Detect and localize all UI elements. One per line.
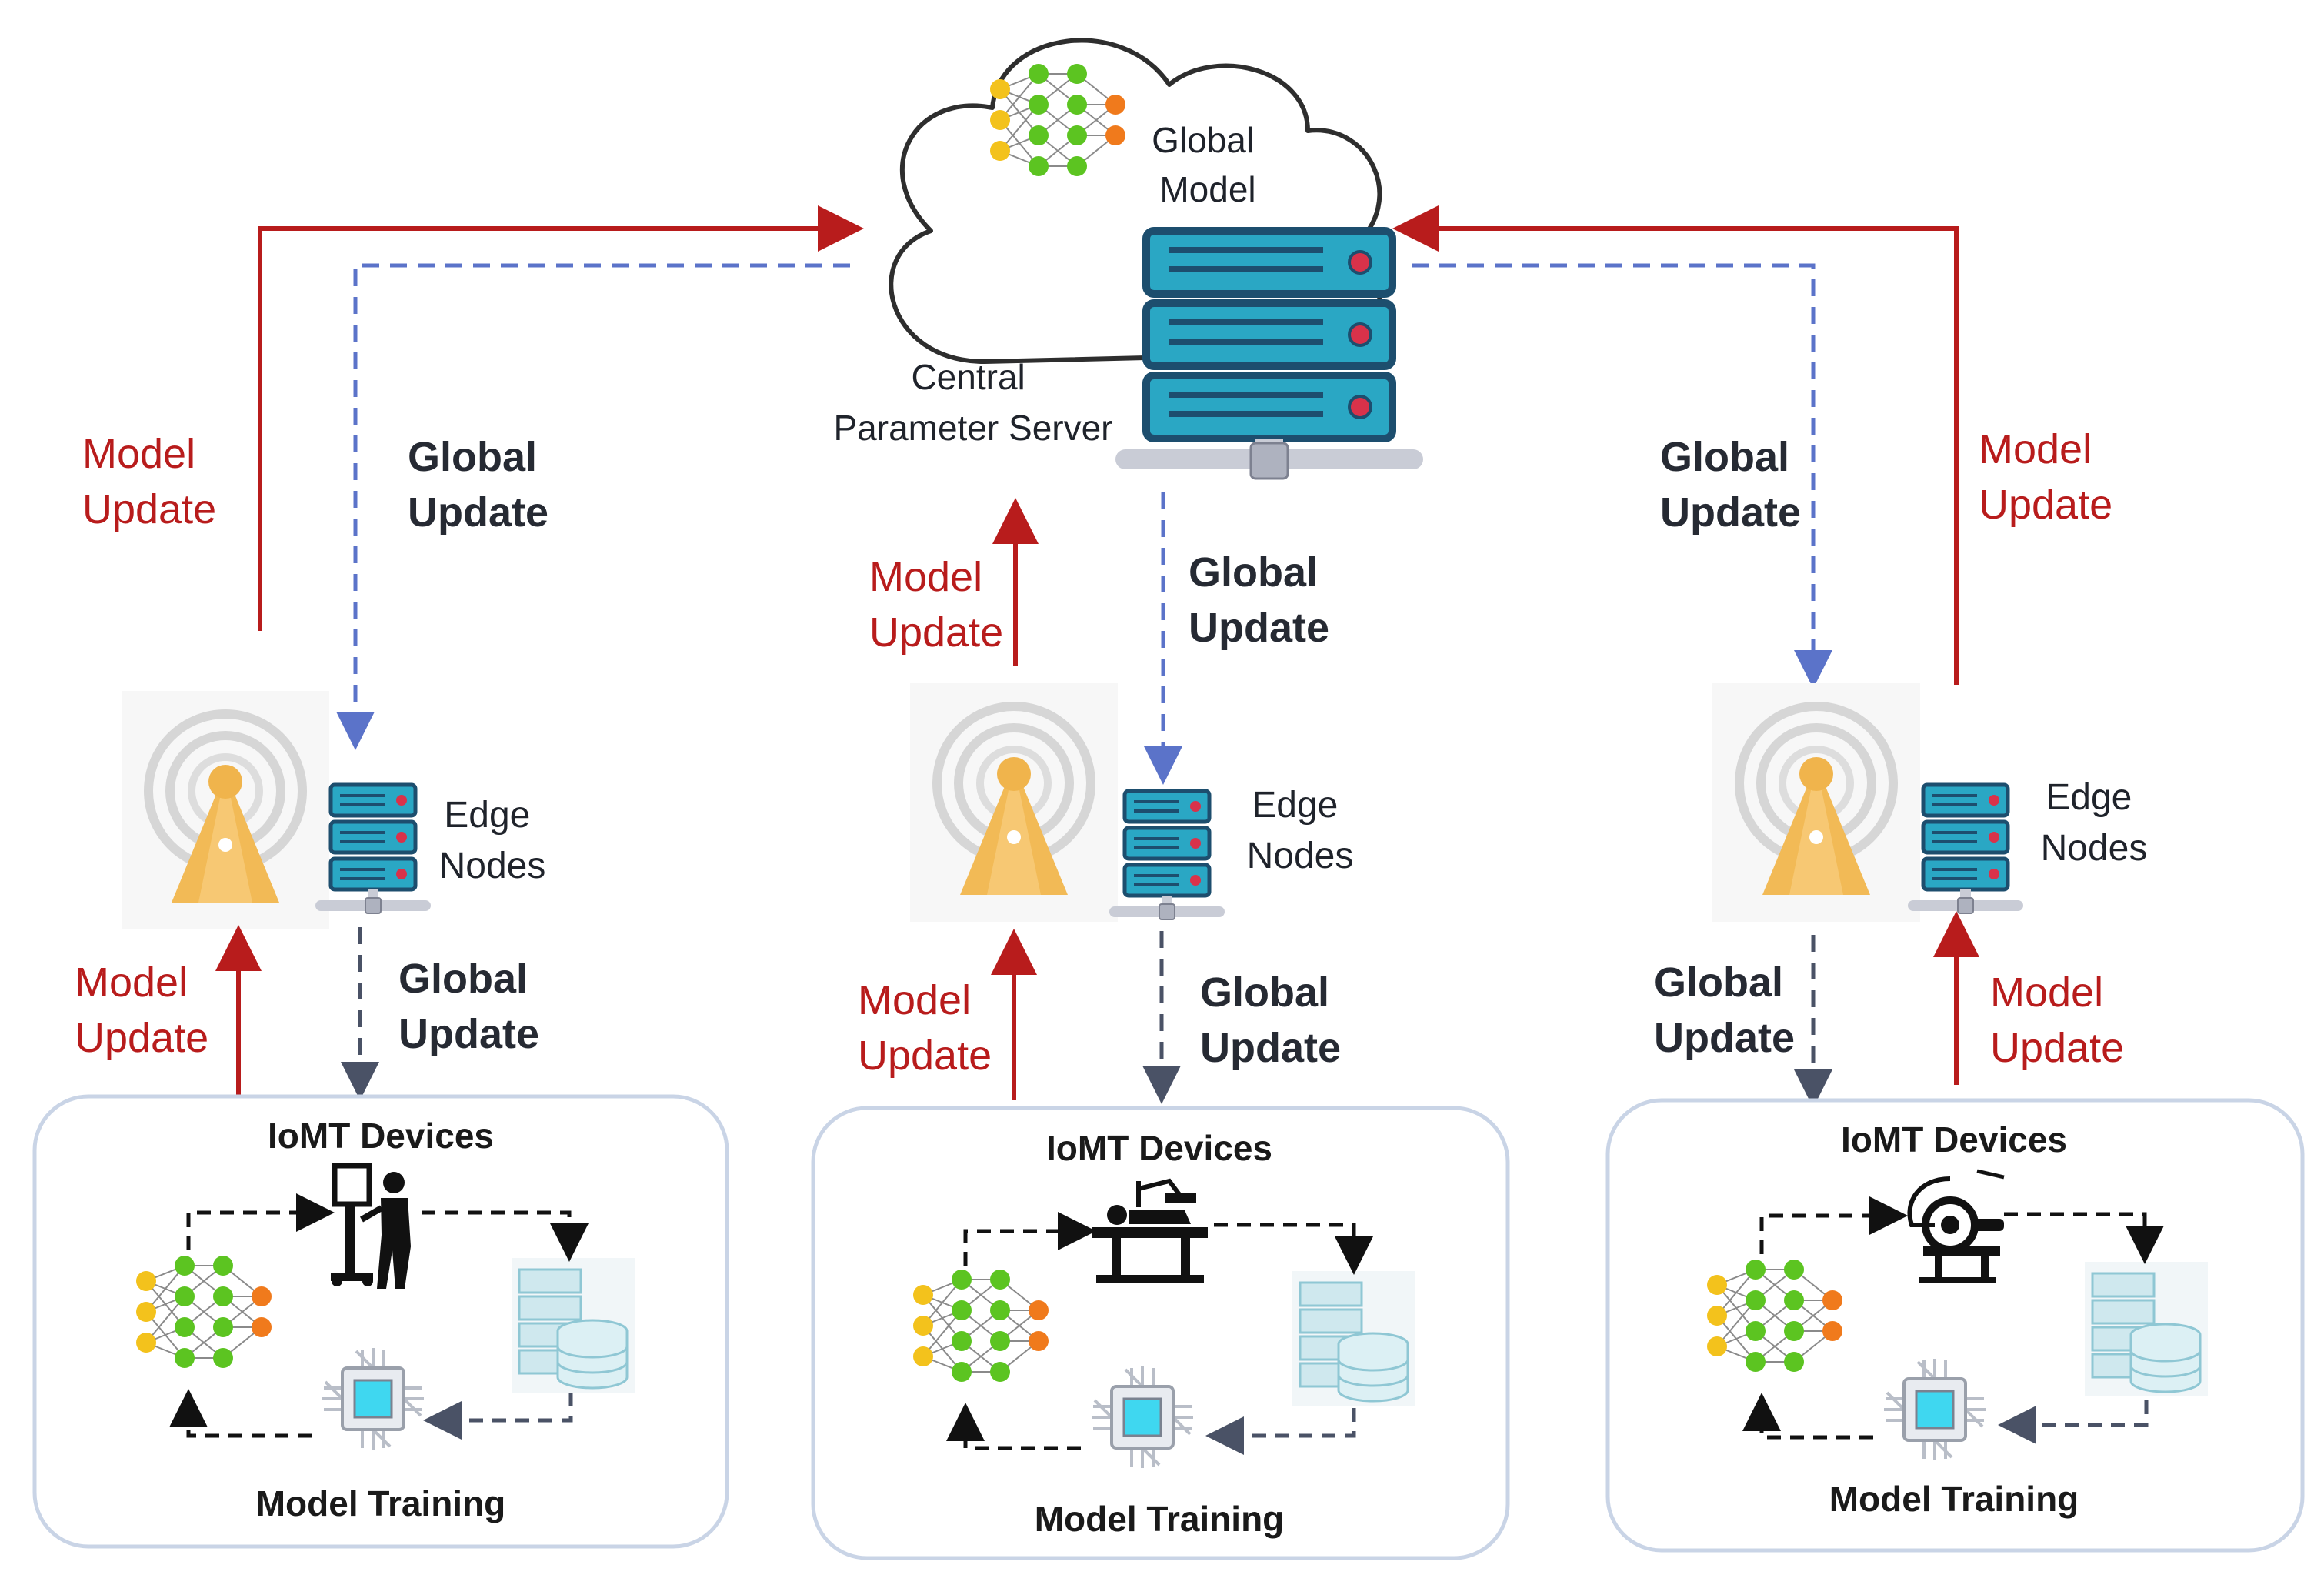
edge-nodes-label-left: Edge Nodes bbox=[439, 795, 546, 886]
central-server-label: Central Parameter Server bbox=[833, 357, 1112, 448]
antenna-tower-icon-right bbox=[1712, 683, 1920, 922]
global-model-label: Global Model bbox=[1152, 120, 1264, 209]
model-update-label-mid-bottom: Model Update bbox=[858, 977, 992, 1079]
central-server-icon bbox=[1115, 227, 1423, 480]
model-update-arrow-left-top bbox=[258, 205, 864, 631]
model-update-label-right-top: Model Update bbox=[1979, 426, 2112, 528]
model-update-label-left-bottom: Model Update bbox=[75, 959, 208, 1061]
global-update-label-mid-bottom: Global Update bbox=[1200, 969, 1341, 1071]
global-update-label-mid-top: Global Update bbox=[1189, 549, 1329, 651]
cluster-footer-left: Model Training bbox=[256, 1483, 506, 1523]
iomt-cluster-mid: IoMT Devices Model Training bbox=[811, 1106, 1510, 1560]
cluster-title-left: IoMT Devices bbox=[268, 1116, 494, 1156]
global-update-label-right-top: Global Update bbox=[1660, 434, 1801, 536]
antenna-tower-icon-left bbox=[122, 691, 329, 929]
edge-server-icon-mid bbox=[1109, 791, 1225, 919]
model-update-label-left-top: Model Update bbox=[82, 431, 216, 532]
model-update-label-mid-top: Model Update bbox=[869, 554, 1003, 656]
global-update-arrow-right-top bbox=[1412, 263, 1832, 689]
cluster-title-mid: IoMT Devices bbox=[1046, 1128, 1272, 1168]
edge-nodes-label-right: Edge Nodes bbox=[2041, 777, 2148, 869]
global-update-label-left-top: Global Update bbox=[408, 434, 548, 536]
data-storage-icon-mid bbox=[1291, 1270, 1417, 1407]
data-storage-icon-left bbox=[510, 1256, 636, 1394]
model-update-label-right-bottom: Model Update bbox=[1990, 969, 2124, 1071]
global-update-arrow-left-top bbox=[336, 263, 850, 750]
iomt-cluster-left: IoMT Devices Model Training bbox=[32, 1094, 729, 1549]
medical-scanner-icon bbox=[1907, 1169, 2005, 1283]
edge-server-icon-left bbox=[315, 785, 431, 913]
data-storage-icon-right bbox=[2083, 1260, 2209, 1398]
edge-nodes-label-mid: Edge Nodes bbox=[1247, 785, 1354, 876]
cluster-footer-right: Model Training bbox=[1829, 1479, 2079, 1519]
model-update-arrow-right-top bbox=[1392, 205, 1959, 685]
global-update-label-left-bottom: Global Update bbox=[398, 956, 539, 1057]
medical-workstation-icon bbox=[331, 1163, 411, 1289]
patient-bed-icon bbox=[1092, 1178, 1208, 1283]
global-update-label-right-bottom: Global Update bbox=[1654, 959, 1795, 1061]
edge-server-icon-right bbox=[1908, 785, 2023, 913]
iomt-cluster-right: IoMT Devices Model Training bbox=[1605, 1098, 2305, 1553]
antenna-tower-icon-mid bbox=[910, 683, 1118, 922]
cluster-footer-mid: Model Training bbox=[1035, 1499, 1285, 1539]
cluster-title-right: IoMT Devices bbox=[1841, 1120, 2067, 1160]
